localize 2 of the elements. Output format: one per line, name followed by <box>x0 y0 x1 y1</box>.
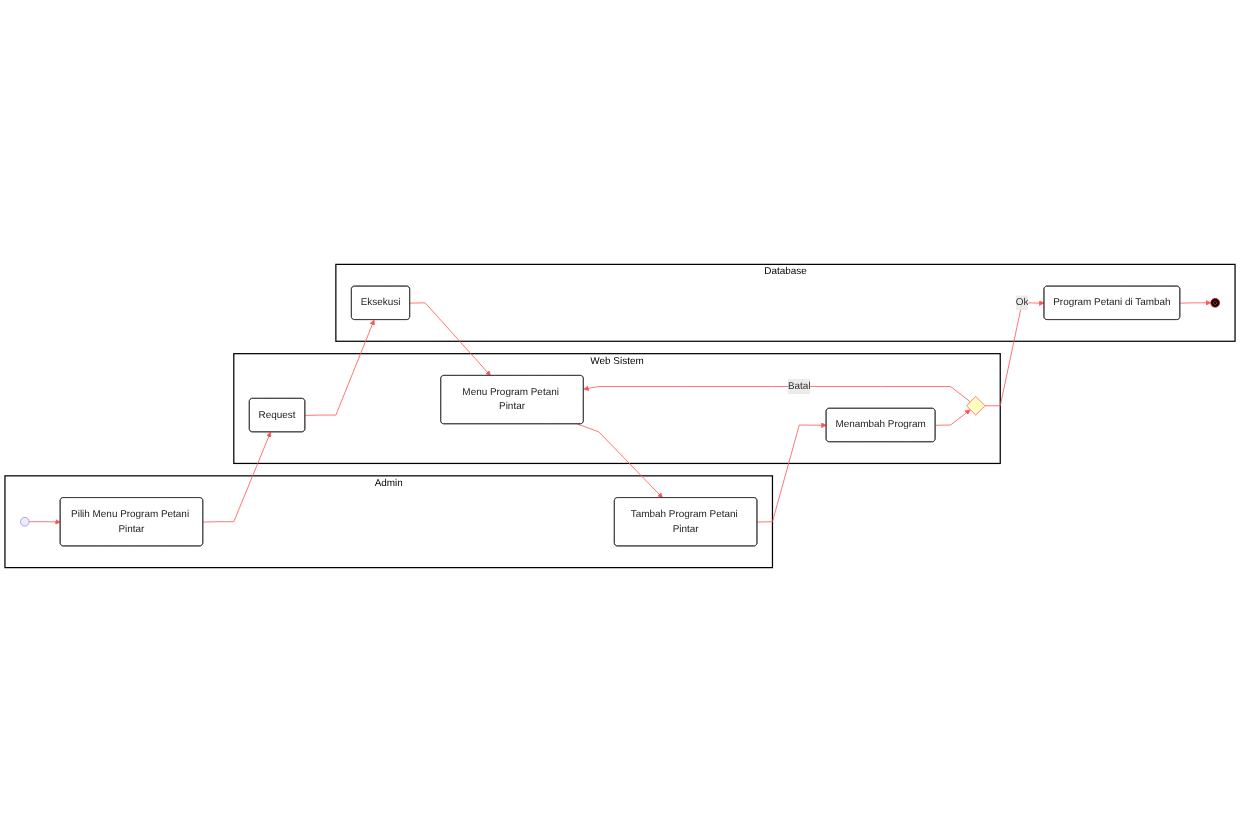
node-diamond <box>966 396 986 416</box>
node-circle <box>20 517 30 527</box>
